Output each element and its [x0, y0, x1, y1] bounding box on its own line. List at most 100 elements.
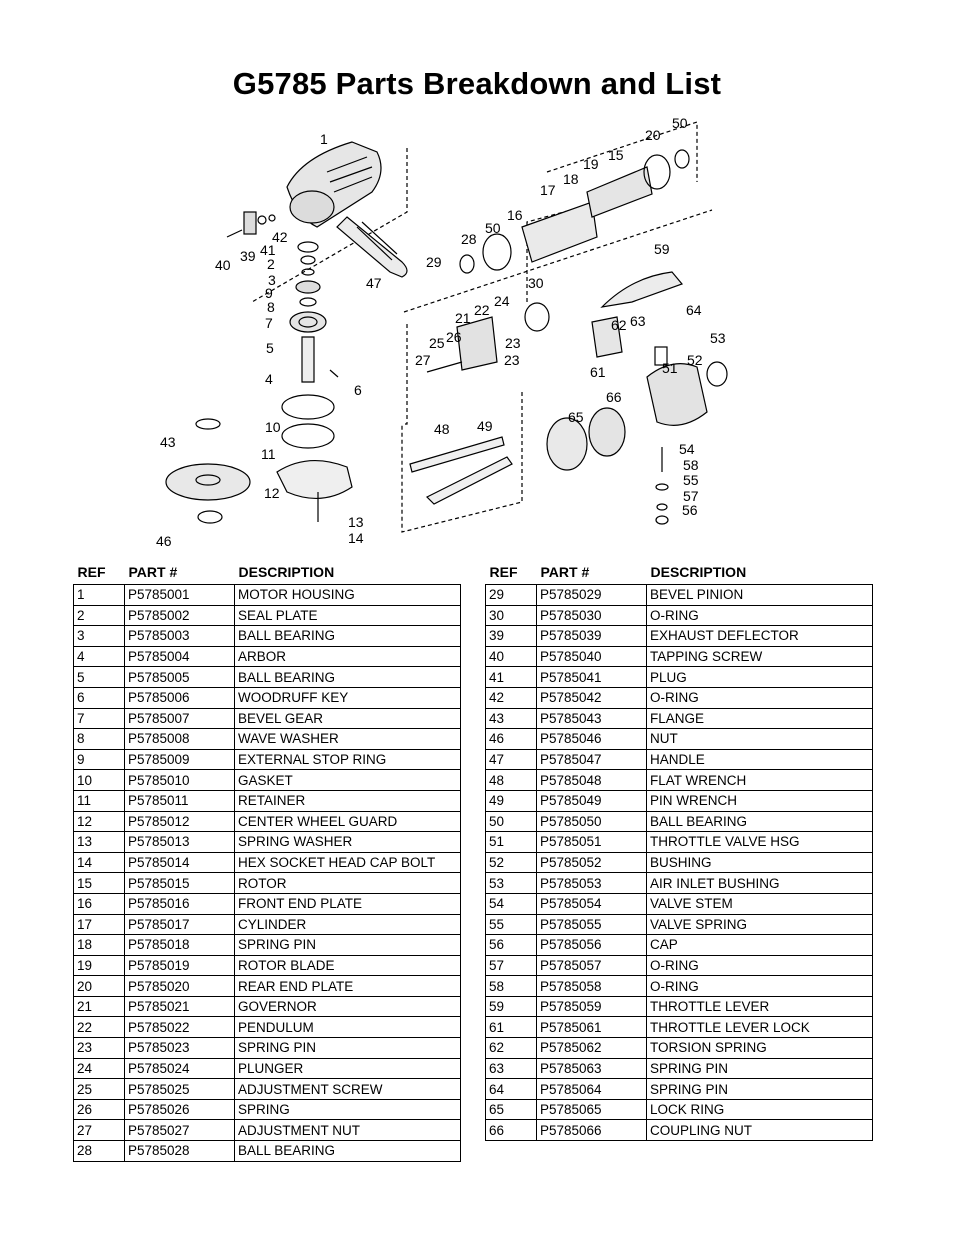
callout-23a: 23 [505, 335, 521, 351]
cell-ref: 49 [485, 789, 537, 812]
cell-part-number: P5785043 [536, 707, 647, 730]
cell-part-number: P5785009 [124, 748, 235, 771]
callout-50: 50 [672, 115, 688, 131]
cell-description: EXHAUST DEFLECTOR [646, 625, 873, 647]
callout-30: 30 [528, 275, 544, 291]
header-description: DESCRIPTION [238, 564, 335, 580]
cell-description: GASKET [234, 769, 461, 791]
cell-part-number: P5785024 [124, 1057, 235, 1080]
cell-part-number: P5785057 [536, 954, 647, 977]
cell-description: WOODRUFF KEY [234, 686, 461, 709]
callout-66: 66 [606, 389, 622, 405]
cell-part-number: P5785004 [124, 645, 235, 668]
cell-ref: 14 [73, 851, 125, 874]
cell-part-number: P5785029 [536, 584, 647, 606]
callout-41: 41 [260, 242, 276, 258]
cell-part-number: P5785007 [124, 707, 235, 730]
callout-6: 6 [354, 382, 362, 398]
cell-part-number: P5785056 [536, 934, 647, 956]
header-ref: REF [77, 564, 106, 580]
callout-26: 26 [446, 329, 462, 345]
callout-17: 17 [540, 182, 556, 198]
cell-ref: 13 [73, 831, 125, 853]
header-part: PART # [128, 564, 178, 580]
cell-description: TORSION SPRING [646, 1037, 873, 1059]
cell-ref: 42 [485, 686, 537, 709]
cell-ref: 25 [73, 1078, 125, 1100]
cell-part-number: P5785001 [124, 584, 235, 606]
cell-description: EXTERNAL STOP RING [234, 748, 461, 771]
callout-3: 3 [268, 272, 276, 288]
cell-part-number: P5785040 [536, 645, 647, 668]
cell-part-number: P5785003 [124, 625, 235, 647]
cell-description: HANDLE [646, 748, 873, 771]
callout-47: 47 [366, 275, 382, 291]
cell-description: SPRING [234, 1098, 461, 1121]
table-header-row: REF PART # DESCRIPTION [74, 560, 461, 585]
callout-43: 43 [160, 434, 176, 450]
callout-48: 48 [434, 421, 450, 437]
callout-63: 63 [630, 313, 646, 329]
cell-ref: 20 [73, 975, 125, 997]
callout-20: 20 [645, 127, 661, 143]
cell-part-number: P5785014 [124, 851, 235, 874]
cell-description: SPRING PIN [646, 1057, 873, 1080]
cell-ref: 17 [73, 913, 125, 936]
callout-16: 16 [507, 207, 523, 223]
cell-description: THROTTLE LEVER [646, 995, 873, 1018]
cell-part-number: P5785017 [124, 913, 235, 936]
callout-28: 28 [461, 231, 477, 247]
table-header-row: REF PART # DESCRIPTION [486, 560, 873, 585]
cell-description: BALL BEARING [234, 625, 461, 647]
cell-ref: 63 [485, 1057, 537, 1080]
cell-description: COUPLING NUT [646, 1119, 873, 1142]
callout-18: 18 [563, 171, 579, 187]
callout-19: 19 [583, 156, 599, 172]
cell-part-number: P5785050 [536, 810, 647, 833]
cell-ref: 16 [73, 892, 125, 915]
cell-part-number: P5785047 [536, 748, 647, 771]
diagram-callouts: 1 20 50 15 19 18 17 16 50 28 29 42 41 39… [156, 115, 726, 549]
cell-description: BALL BEARING [234, 666, 461, 688]
cell-ref: 65 [485, 1098, 537, 1121]
cell-ref: 26 [73, 1098, 125, 1121]
cell-part-number: P5785008 [124, 728, 235, 750]
header-part: PART # [540, 564, 590, 580]
callout-59: 59 [654, 241, 670, 257]
cell-ref: 11 [73, 789, 125, 812]
cell-description: O-RING [646, 604, 873, 627]
callout-61: 61 [590, 364, 606, 380]
cell-description: GOVERNOR [234, 995, 461, 1018]
cell-description: REAR END PLATE [234, 975, 461, 997]
callout-2: 2 [267, 256, 275, 272]
callout-8: 8 [267, 299, 275, 315]
cell-description: THROTTLE LEVER LOCK [646, 1016, 873, 1039]
cell-description: AIR INLET BUSHING [646, 872, 873, 894]
cell-description: RETAINER [234, 789, 461, 812]
cell-part-number: P5785058 [536, 975, 647, 997]
cell-part-number: P5785053 [536, 872, 647, 894]
cell-part-number: P5785042 [536, 686, 647, 709]
callout-52: 52 [687, 352, 703, 368]
cell-part-number: P5785016 [124, 892, 235, 915]
callout-50b: 50 [485, 220, 501, 236]
cell-ref: 12 [73, 810, 125, 833]
